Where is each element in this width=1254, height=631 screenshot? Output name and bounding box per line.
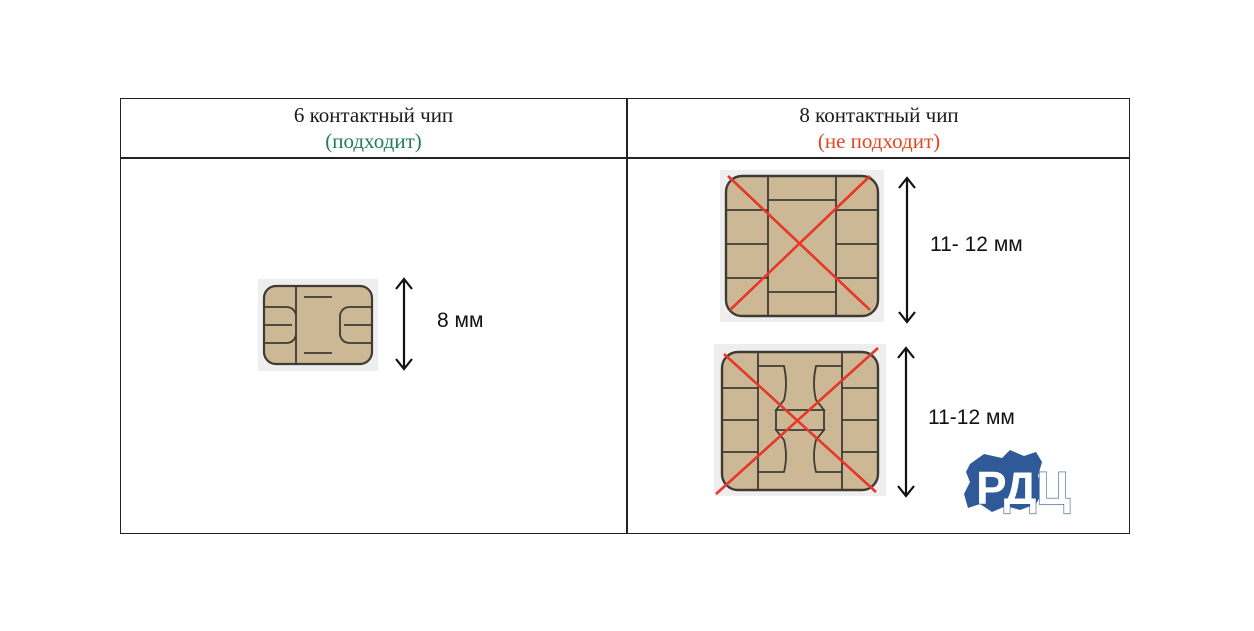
header-title-6-contact: 6 контактный чип [293,103,454,127]
header-8-contact: 8 контактный чип (не подходит) [627,99,1131,157]
chip-8-contact-image-bottom [714,344,886,496]
size-label-6-contact: 8 мм [437,309,484,332]
status-suitable: (подходит) [325,129,422,153]
logo-text: РДЦ [976,462,1071,514]
double-arrow-icon [898,176,916,324]
header-divider [121,157,1129,159]
chip-8-contact-image-top [720,170,884,322]
size-label-8-contact-bottom: 11-12 мм [928,406,1015,429]
double-arrow-icon [897,346,915,498]
header-title-8-contact: 8 контактный чип [799,103,959,127]
size-label-8-contact-top: 11- 12 мм [930,233,1023,256]
status-not-suitable: (не подходит) [817,129,941,153]
double-arrow-icon [395,277,413,371]
rdc-logo: РДЦ [964,450,1071,515]
header-6-contact: 6 контактный чип (подходит) [121,99,626,157]
column-divider [626,99,628,533]
chip-6-contact-image [258,279,378,371]
comparison-table: 6 контактный чип (подходит) 8 контактный… [120,98,1130,534]
